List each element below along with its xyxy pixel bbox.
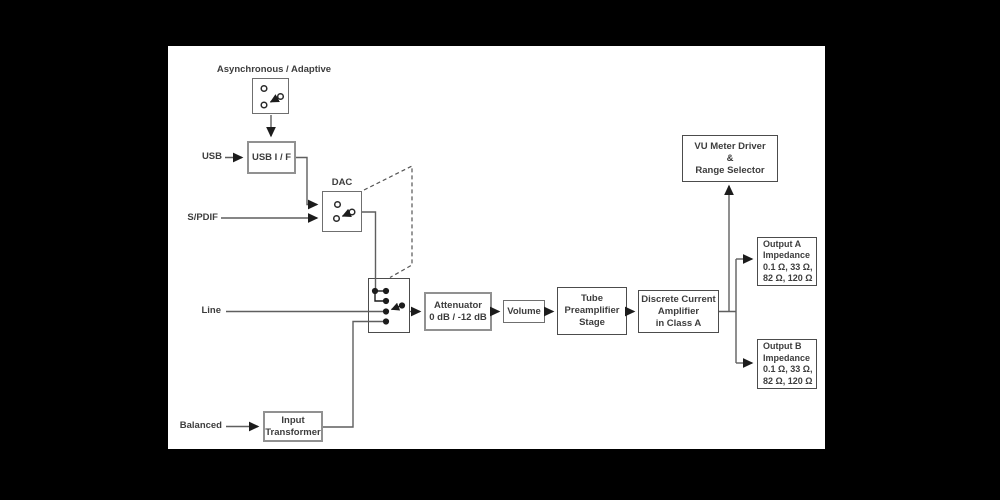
tube-line1: Tube: [581, 293, 603, 304]
output-a-impedance: Impedance: [763, 250, 811, 260]
output-b-impedance: Impedance: [763, 352, 811, 363]
attenuator-label: Attenuator: [433, 299, 483, 311]
tube-line2: Preamplifier: [564, 305, 620, 316]
dac-block: [322, 191, 362, 232]
output-a-block: Output A Impedance 0.1 Ω, 33 Ω, 82 Ω, 12…: [757, 237, 817, 286]
async-adaptive-label: Asynchronous / Adaptive: [216, 64, 332, 75]
usb-interface-label: USB I / F: [251, 151, 292, 163]
input-transformer-line1: Input: [281, 414, 305, 426]
discrete-amp-block: Discrete Current Amplifier in Class A: [638, 290, 719, 333]
spdif-input-label: S/PDIF: [187, 212, 218, 223]
vu-line2: &: [726, 152, 734, 164]
output-a-values2: 82 Ω, 120 Ω: [763, 273, 813, 283]
usb-interface-block: USB I / F: [247, 141, 296, 174]
tube-preamp-block: Tube Preamplifier Stage: [557, 287, 627, 335]
volume-label: Volume: [507, 305, 541, 317]
output-a-values1: 0.1 Ω, 33 Ω,: [763, 261, 813, 272]
input-transformer-line2: Transformer: [265, 426, 321, 438]
output-b-values1: 0.1 Ω, 33 Ω,: [763, 364, 813, 374]
balanced-input-label: Balanced: [179, 420, 222, 431]
attenuator-values: 0 dB / -12 dB: [429, 311, 487, 323]
mode-switch-box: [252, 78, 289, 114]
vu-meter-block: VU Meter Driver & Range Selector: [682, 135, 778, 182]
vu-line3: Range Selector: [695, 164, 765, 176]
discrete-line3: in Class A: [655, 317, 702, 329]
discrete-line2: Amplifier: [657, 305, 700, 317]
vu-line1: VU Meter Driver: [694, 140, 766, 152]
input-selector-block: [368, 278, 410, 333]
output-b-title: Output B: [763, 341, 802, 351]
input-transformer-block: Input Transformer: [263, 411, 323, 442]
line-input-label: Line: [201, 305, 221, 316]
usb-input-label: USB: [201, 151, 222, 162]
output-a-title: Output A: [763, 238, 802, 249]
output-b-block: Output B Impedance 0.1 Ω, 33 Ω, 82 Ω, 12…: [757, 339, 817, 389]
attenuator-block: Attenuator 0 dB / -12 dB: [424, 292, 492, 331]
output-b-values2: 82 Ω, 120 Ω: [763, 375, 813, 386]
dac-label: DAC: [331, 177, 353, 188]
discrete-line1: Discrete Current: [641, 293, 716, 305]
volume-block: Volume: [503, 300, 545, 323]
tube-line3: Stage: [579, 317, 605, 328]
